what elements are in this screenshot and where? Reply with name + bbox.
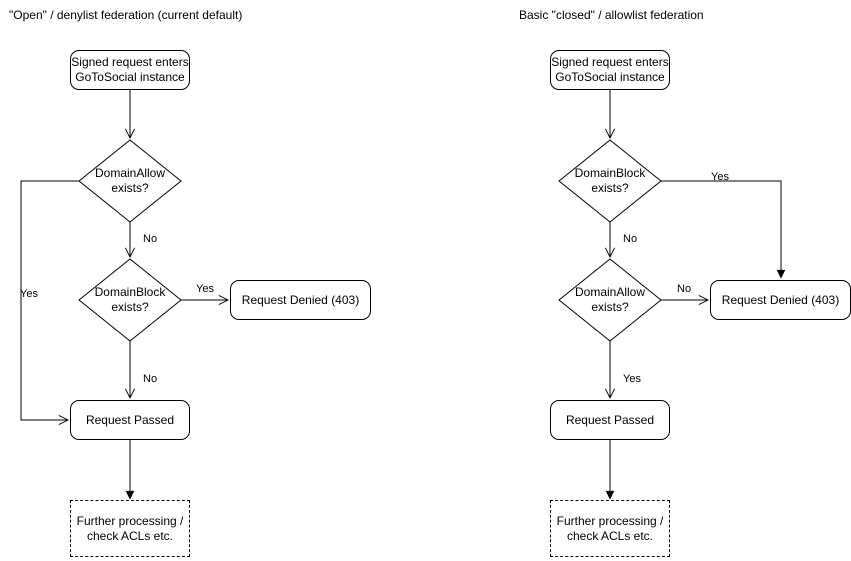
node-further-processing-left: Further processing / check ACLs etc. (70, 500, 190, 557)
edge-label-domainblock-no-left: No (143, 373, 158, 385)
node-start-left: Signed request enters GoToSocial instanc… (70, 50, 190, 90)
decision-domainallow-shape-right (558, 258, 662, 342)
node-further-processing-right: Further processing / check ACLs etc. (550, 500, 670, 557)
node-request-denied-left: Request Denied (403) (230, 280, 371, 320)
diagram-title-open-denylist: "Open" / denylist federation (current de… (9, 8, 243, 22)
node-request-denied-right-label: Request Denied (403) (721, 292, 840, 307)
node-request-denied-right: Request Denied (403) (710, 280, 851, 320)
node-further-processing-left-line2: check ACLs etc. (86, 528, 174, 543)
edge-label-domainblock-yes-left: Yes (196, 283, 214, 295)
node-request-passed-right: Request Passed (550, 400, 670, 440)
node-start-left-line2: GoToSocial instance (75, 70, 185, 84)
diagram-title-closed-allowlist: Basic "closed" / allowlist federation (519, 8, 704, 22)
edge-label-domainallow-yes-left: Yes (20, 288, 38, 300)
edge-label-domainallow-no-left: No (143, 233, 158, 245)
node-request-passed-left: Request Passed (70, 400, 190, 440)
edge-domainallow-yes-left (20, 180, 79, 420)
node-further-processing-right-line1: Further processing / (556, 513, 664, 528)
edge-label-domainallow-yes-right: Yes (623, 373, 641, 385)
node-start-right-line1: Signed request enters (551, 55, 669, 69)
decision-domainblock-shape-right (558, 139, 662, 223)
node-further-processing-left-line1: Further processing / (76, 513, 184, 528)
node-start-right: Signed request enters GoToSocial instanc… (550, 50, 670, 90)
node-request-passed-right-label: Request Passed (565, 412, 655, 427)
edge-label-domainallow-no-right: No (677, 283, 692, 295)
edge-domainblock-yes-right (661, 180, 781, 277)
node-request-passed-left-label: Request Passed (85, 412, 175, 427)
node-start-left-line1: Signed request enters (71, 55, 189, 69)
decision-domainallow-shape-left (78, 139, 182, 223)
edge-label-domainblock-no-right: No (623, 233, 638, 245)
edge-label-domainblock-yes-right: Yes (711, 171, 729, 183)
node-further-processing-right-line2: check ACLs etc. (566, 528, 654, 543)
node-start-right-line2: GoToSocial instance (555, 70, 665, 84)
decision-domainblock-shape-left (78, 258, 182, 342)
node-request-denied-left-label: Request Denied (403) (241, 292, 360, 307)
